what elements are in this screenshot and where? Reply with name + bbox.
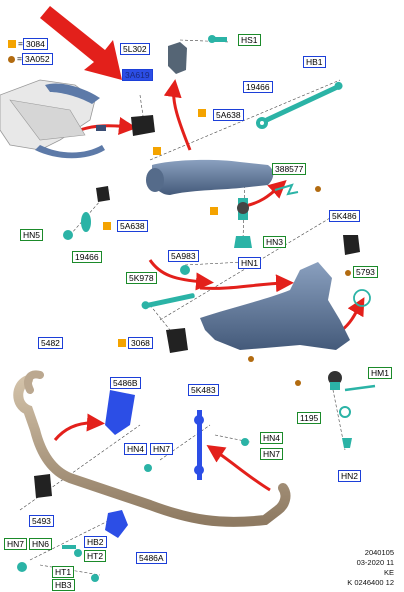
part-label-HN7-left: HN7 [150, 443, 174, 455]
part-label-HN5: HN5 [20, 229, 44, 241]
part-label-5493: 5493 [29, 515, 54, 527]
ball-joint [234, 198, 252, 248]
footer-line: 03-2020 11 [356, 558, 394, 567]
part-label-388577: 388577 [272, 163, 307, 175]
lower-ball-joint [328, 371, 376, 392]
part-label-5A638-upper: 5A638 [213, 109, 244, 121]
legend-square: =3084 [8, 38, 48, 50]
stabilizer-bracket [105, 390, 135, 435]
part-label-HT1: HT1 [52, 566, 75, 578]
bushing-3068 [166, 328, 188, 353]
vehicle-frame-illustration [0, 79, 106, 159]
long-bolt [264, 81, 343, 123]
part-label-HT2: HT2 [84, 550, 107, 562]
dot-marker [295, 380, 301, 386]
part-label-19466-upper: 19466 [243, 81, 273, 93]
legend-code: 3084 [22, 38, 48, 50]
big-pointer-arrow [40, 6, 122, 80]
part-label-19466-lower: 19466 [72, 251, 102, 263]
stabilizer-link [194, 410, 204, 480]
square-marker [153, 147, 161, 155]
part-label-5482: 5482 [38, 337, 63, 349]
bracket [168, 42, 187, 74]
snap-ring [353, 289, 371, 307]
stabilizer-bracket-lower [105, 510, 128, 538]
part-label-5K483: 5K483 [188, 384, 219, 396]
upper-control-arm [151, 159, 274, 195]
square-marker [198, 109, 206, 117]
part-label-HB3: HB3 [52, 579, 75, 591]
part-label-HM1: HM1 [368, 367, 392, 379]
flow-arrows [53, 79, 365, 492]
small-bushing [96, 186, 110, 202]
part-label-5K978: 5K978 [126, 272, 157, 284]
part-label-3068: 3068 [128, 337, 153, 349]
dot-icon [8, 55, 15, 63]
dot-marker [315, 186, 321, 192]
part-label-HN2: HN2 [338, 470, 362, 482]
part-label-5A983: 5A983 [168, 250, 199, 262]
footer-line: 2040105 [364, 548, 394, 557]
dot-marker [248, 356, 254, 362]
legend-dot: =3A052 [8, 53, 53, 65]
part-label-HN1: HN1 [238, 257, 262, 269]
part-label-5K486: 5K486 [329, 210, 360, 222]
footer-line: K 0246400 12 [347, 578, 394, 587]
footer-line: KE [383, 568, 394, 577]
part-label-HN4-left: HN4 [124, 443, 148, 455]
part-label-1195: 1195 [297, 412, 322, 424]
stabilizer-bushing [34, 474, 52, 498]
lower-control-arm [200, 262, 350, 350]
upper-bushing [131, 115, 155, 136]
part-label-HB2: HB2 [84, 536, 107, 548]
part-label-5A638-lower: 5A638 [117, 220, 148, 232]
part-label-5486B: 5486B [110, 377, 141, 389]
part-label-HS1: HS1 [238, 34, 261, 46]
screw [208, 35, 227, 43]
legend-code: 3A052 [21, 53, 53, 65]
part-label-5L302: 5L302 [120, 43, 150, 55]
part-label-5793: 5793 [353, 266, 378, 278]
washer-left [81, 212, 91, 232]
part-label-HN3: HN3 [263, 236, 287, 248]
part-label-HN7-right: HN7 [260, 448, 284, 460]
part-label-3A619: 3A619 [122, 69, 153, 81]
cotter-ring [339, 406, 351, 418]
part-label-HN4-right: HN4 [260, 432, 284, 444]
part-label-HN7-bottom: HN7 [4, 538, 28, 550]
part-label-5486A: 5486A [136, 552, 167, 564]
clip [274, 183, 299, 196]
dot-marker [345, 270, 351, 276]
square-icon [8, 40, 16, 48]
part-label-HB1: HB1 [303, 56, 326, 68]
nut-hn2 [342, 438, 352, 448]
washer-5A983 [180, 265, 190, 275]
diagram-footer: 2040105 03-2020 11 KE K 0246400 12 [347, 548, 394, 588]
part-label-HN6: HN6 [29, 538, 53, 550]
square-marker [210, 207, 218, 215]
bolt-5K978 [141, 293, 195, 310]
square-marker [103, 222, 111, 230]
lower-bushing [343, 235, 360, 255]
stabilizer-bar [13, 375, 291, 527]
square-marker [118, 339, 126, 347]
